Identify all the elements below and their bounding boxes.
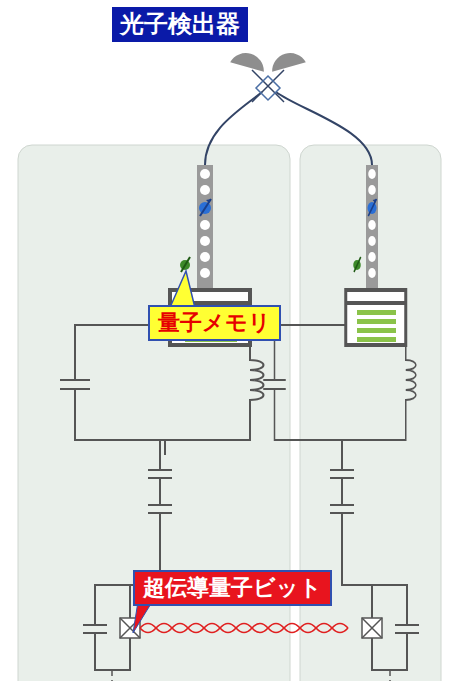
label-text: 光子検出器 — [120, 10, 240, 39]
callout-box: 量子メモリ — [148, 305, 281, 341]
photon-detector — [271, 49, 307, 80]
entanglement-helix — [140, 624, 348, 633]
callout-box: 超伝導量子ビット — [133, 570, 332, 606]
entanglement-helix — [140, 624, 348, 633]
label-box: 光子検出器 — [110, 5, 250, 44]
label-text: 量子メモリ — [158, 310, 271, 336]
beam-splitter-lines — [252, 70, 284, 102]
optical-fiber — [205, 92, 262, 165]
optical-fiber — [276, 92, 372, 165]
photon-detector — [229, 49, 265, 80]
beam-splitter — [256, 76, 280, 100]
label-text: 超伝導量子ビット — [143, 575, 322, 601]
